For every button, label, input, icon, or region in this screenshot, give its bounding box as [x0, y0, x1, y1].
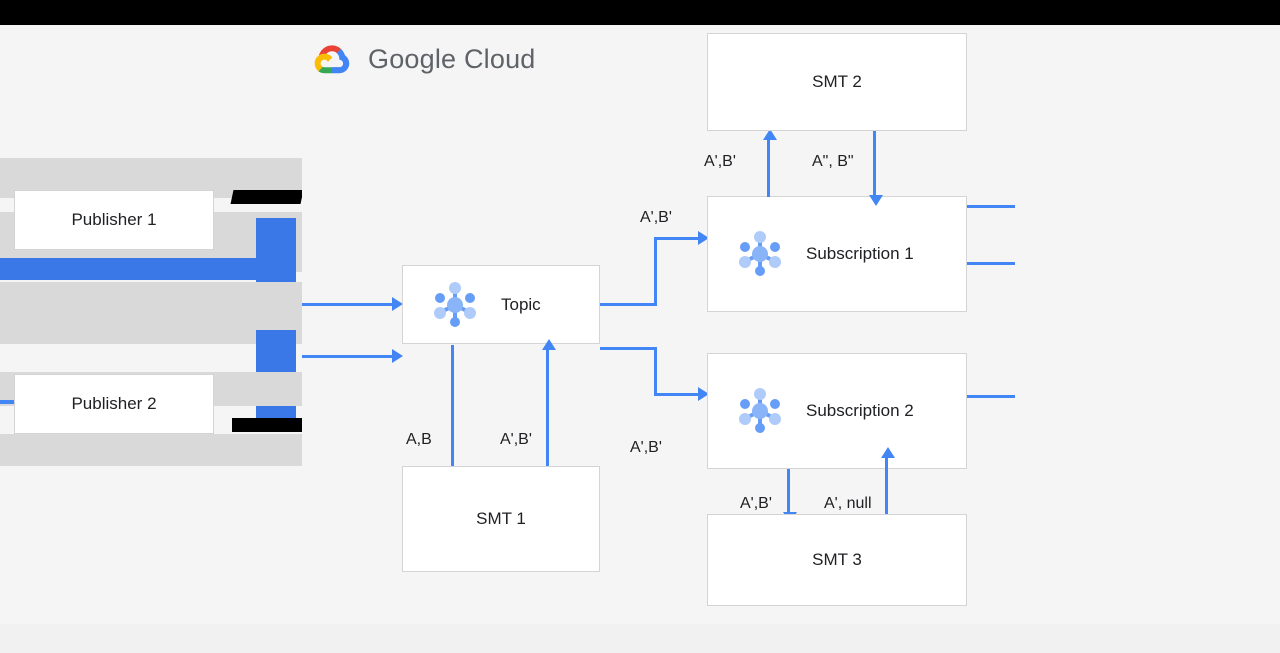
logo-text-google: Google: [368, 43, 457, 74]
google-cloud-logo-text: Google Cloud: [368, 44, 536, 75]
node-subscription-2[interactable]: Subscription 2: [707, 353, 967, 469]
edge-subscription1-to-subscriber1: [967, 205, 1015, 208]
edge-topic-to-subscription1-seg2: [654, 237, 657, 306]
arrowhead-right: [698, 231, 709, 245]
node-label: Subscription 2: [806, 401, 914, 420]
arrowhead-right: [392, 297, 403, 311]
node-topic[interactable]: Topic: [402, 265, 600, 344]
node-label: Topic: [501, 294, 541, 314]
edge-label-subscription2-to-smt3: A',B': [740, 495, 772, 512]
edge-topic-to-subscription1-seg1: [600, 303, 656, 306]
redaction-bar: [230, 190, 304, 204]
arrowhead-right: [698, 387, 709, 401]
node-smt-1[interactable]: SMT 1: [402, 466, 600, 572]
node-smt-3[interactable]: SMT 3: [707, 514, 967, 606]
edge-label-smt3-to-subscription2: A', null: [824, 495, 872, 512]
node-label: Subscription 1: [806, 244, 914, 263]
arrowhead-up: [763, 129, 777, 140]
edge-smt3-to-subscription2: [885, 455, 888, 515]
node-subscription-1[interactable]: Subscription 1: [707, 196, 967, 312]
google-cloud-logo: Google Cloud: [310, 37, 536, 81]
pubsub-hub-icon: [429, 279, 481, 331]
google-cloud-logo-icon: [310, 37, 354, 81]
logo-text-cloud: Cloud: [463, 43, 536, 74]
arrowhead-up: [542, 339, 556, 350]
diagram-canvas: Google Cloud Topic A,B: [302, 25, 1280, 624]
edge-label-topic-to-smt1: A,B: [406, 431, 432, 448]
arrowhead-down: [869, 195, 883, 206]
node-publisher-1[interactable]: Publisher 1: [14, 190, 214, 250]
edge-label-smt2-to-subscription1: A", B": [812, 153, 854, 170]
edge-smt2-to-subscription1: [873, 129, 876, 197]
edge-subscription1-to-subscriber2: [967, 262, 1015, 265]
edge-label-subscription1-to-smt2: A',B': [704, 153, 736, 170]
edge-label-smt1-to-topic: A',B': [500, 431, 532, 448]
edge-publisher2-to-topic: [302, 355, 394, 358]
redaction-bar: [232, 418, 302, 432]
node-smt-2[interactable]: SMT 2: [707, 33, 967, 131]
top-black-bar: [0, 0, 1280, 25]
arrowhead-up: [881, 447, 895, 458]
node-label: SMT 2: [812, 72, 862, 91]
edge-topic-to-subscription2-seg1: [600, 347, 656, 350]
pubsub-hub-icon: [734, 385, 786, 437]
render-artifact-blue-bar: [0, 258, 260, 280]
edge-topic-to-subscription2-seg2: [654, 347, 657, 395]
render-artifact-gray-band: [0, 434, 302, 466]
pubsub-hub-icon: [734, 228, 786, 280]
render-artifact-blue-line: [0, 400, 18, 404]
arrowhead-right: [392, 349, 403, 363]
edge-publisher1-to-topic: [302, 303, 394, 306]
edge-subscription2-to-subscriber3: [967, 395, 1015, 398]
edge-smt1-to-topic: [546, 345, 549, 490]
edge-topic-to-subscription1-seg3: [654, 237, 706, 240]
edge-topic-to-smt1: [451, 345, 454, 480]
edge-label-topic-to-subscription2: A',B': [630, 439, 662, 456]
node-label: SMT 3: [812, 550, 862, 569]
node-publisher-2[interactable]: Publisher 2: [14, 374, 214, 434]
node-label: SMT 1: [476, 509, 526, 528]
edge-subscription1-to-smt2: [767, 138, 770, 197]
edge-label-topic-to-subscription1: A',B': [640, 209, 672, 226]
node-label: Publisher 1: [71, 210, 157, 229]
render-artifact-gray-band: [0, 282, 302, 344]
node-label: Publisher 2: [71, 394, 157, 413]
edge-subscription2-to-smt3: [787, 469, 790, 515]
edge-topic-to-subscription2-seg3: [654, 393, 706, 396]
